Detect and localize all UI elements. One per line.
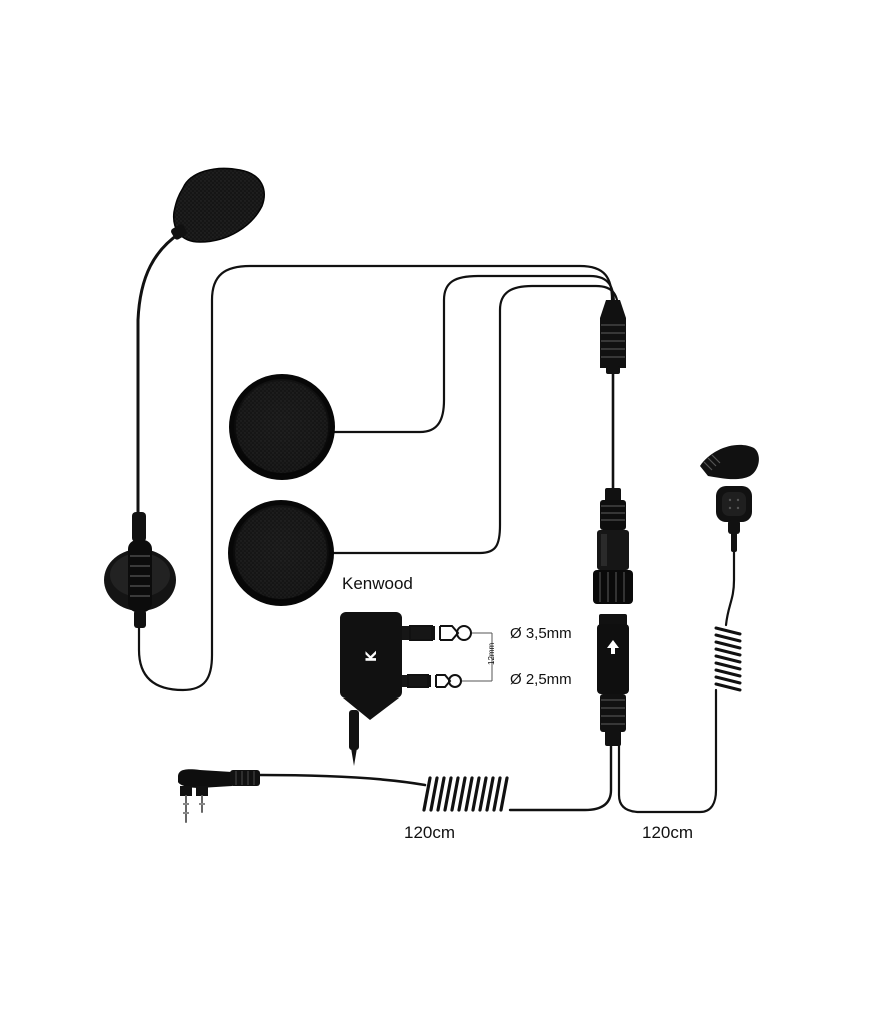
plug-letter: K (364, 650, 380, 662)
radio-plug-wire (258, 773, 427, 787)
mic-boom-wire (136, 231, 182, 517)
pin-spacing-label: 12mm (487, 642, 496, 665)
speaker-top-wire (328, 274, 616, 434)
mic-foam-icon (172, 167, 265, 243)
mic-cable-collar (132, 512, 146, 542)
quick-disconnect-male (593, 488, 633, 604)
y-split-connector (600, 300, 626, 374)
arrow-up-icon (607, 640, 619, 654)
mic-joint (171, 224, 187, 240)
main-wire-lower (508, 743, 613, 812)
speaker-bottom (228, 500, 334, 606)
microphone (171, 167, 265, 243)
cable-right-length: 120cm (642, 823, 693, 842)
cable-left-length: 120cm (404, 823, 455, 842)
mic-control-unit (104, 512, 176, 628)
kenwood-plug-icon: K (340, 612, 472, 766)
plug-large-label: Ø 3,5mm (510, 625, 572, 642)
quick-disconnect-female (597, 614, 629, 746)
brand-label: Kenwood (342, 574, 413, 593)
main-coil-cable (422, 776, 509, 812)
mic-lower-wire (137, 264, 614, 692)
speaker-top (229, 374, 335, 480)
radio-l-plug (178, 769, 260, 823)
ptt-button (700, 444, 759, 552)
cable-wires (136, 231, 736, 814)
ptt-cable-upper (724, 548, 736, 627)
pin-spacing-bracket (462, 632, 493, 682)
ptt-clip-icon (700, 444, 759, 480)
ptt-coil-cable (714, 626, 742, 692)
speaker-bottom-wire (328, 284, 620, 555)
plug-small-label: Ø 2,5mm (510, 671, 572, 688)
ptt-branch-wire (617, 688, 718, 814)
